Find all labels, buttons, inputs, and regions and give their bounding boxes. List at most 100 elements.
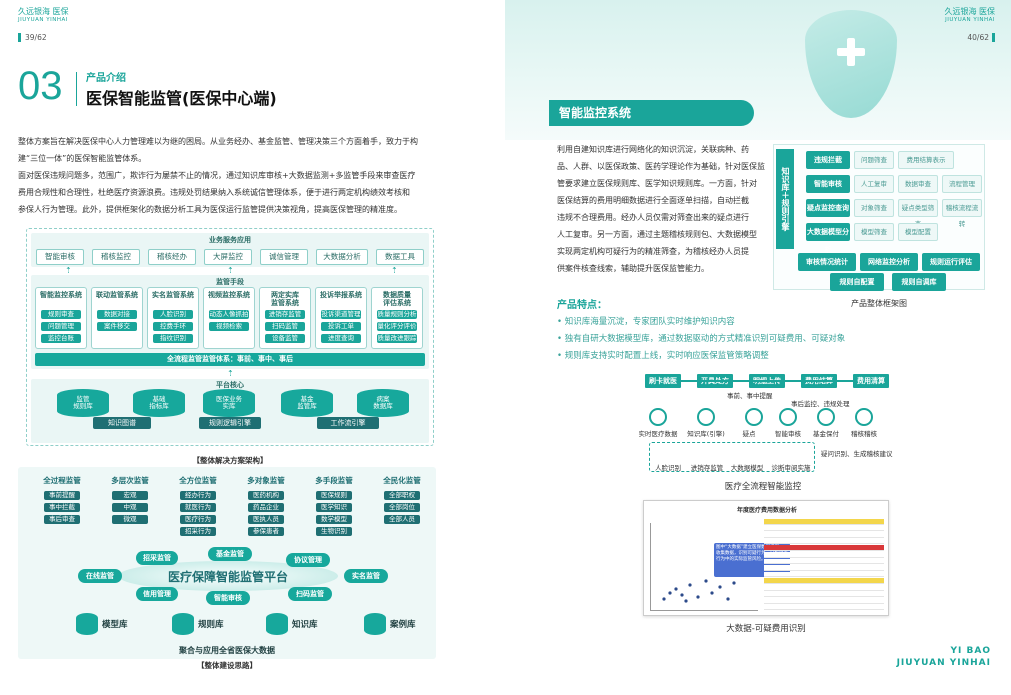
- build-column-item: 医保规则: [316, 491, 352, 501]
- sub-label: 诊断审阅实施: [771, 464, 811, 472]
- section-title: 智能监控系统: [559, 106, 632, 120]
- mgmt-card-item: 投诉工单: [321, 322, 361, 332]
- scatter-points: [662, 579, 736, 603]
- feature-item: • 规则库支持实时配置上线，实时响应医保监管策略调整: [557, 351, 769, 361]
- service-item: 稽核监控: [92, 249, 140, 265]
- intro-line: 费用合规性和合理性，杜绝医疗资源浪费。违规处罚结果纳入系统诚信管理体系，便于进行…: [18, 188, 410, 197]
- library-icon: [697, 408, 715, 426]
- intro-line: 品、人群、以医保政策、医药学理论作为基础，针对医保监: [557, 162, 765, 171]
- mgmt-card-item: 视频检索: [209, 322, 249, 332]
- mgmt-card: 两定实库 监管系统进销存监管扫码监管设备监管: [259, 287, 311, 349]
- flow-icon-label: 稽核稽核: [851, 430, 877, 438]
- framework-row: 大数据模型分析 模型筛查 模型配置: [806, 223, 938, 254]
- build-column-item: 全部人员: [384, 515, 420, 525]
- ring-node: 实名监管: [344, 569, 388, 583]
- table-row: [764, 519, 884, 525]
- table-row: [764, 525, 884, 532]
- intro-line: 违规不合理费用。经办人员仅需对筛查出来的疑点进行: [557, 213, 749, 222]
- mgmt-card-item: 动态人像抓拍: [209, 310, 249, 320]
- mgmt-card-item: 扫码监管: [265, 322, 305, 332]
- database-cylinder: 医保业务 实库: [203, 389, 255, 417]
- up-arrow-icon: ⇡: [227, 266, 234, 275]
- build-column-item: 医学知识: [316, 503, 352, 513]
- ring-node: 信用管理: [136, 587, 178, 601]
- build-column-title: 全民化监管: [383, 476, 421, 485]
- mgmt-card-title: 智能监控系统: [40, 291, 82, 299]
- sub-box: [649, 442, 815, 472]
- mgmt-card: 实名监管系统人脸识别控费手环指纹识别: [147, 287, 199, 349]
- core-layer: 平台核心 监管 规则库 基础 指标库 医保业务 实库 基金 监管库 病案 数据库…: [31, 379, 429, 443]
- ring-node: 基金监管: [208, 547, 252, 561]
- audit-icon: [779, 408, 797, 426]
- mgmt-card-item: 质量规则分析: [377, 310, 417, 320]
- mgmt-card-title: 联动监管系统: [96, 291, 138, 299]
- table-row: [764, 558, 884, 565]
- framework-row-head: 疑点监控查询: [806, 199, 850, 217]
- data-label: 聚合与应用全省医保大数据: [179, 646, 275, 655]
- caption-flow: 医疗全流程智能监控: [724, 482, 802, 492]
- framework-bottom-item: 规则自配置: [830, 273, 884, 291]
- framework-bottom-item: 规则自调库: [892, 273, 946, 291]
- build-column-item: 就医行为: [180, 503, 216, 513]
- footer-en2: JIUYUAN YINHAI: [896, 658, 991, 668]
- build-column-item: 微观: [112, 515, 148, 525]
- framework-cell: 人工复审: [854, 175, 894, 193]
- feature-item: • 独有自研大数据模型库，通过数据驱动的方式精准识别可疑费用、可疑对象: [557, 334, 846, 344]
- solution-architecture: 业务服务应用 智能审核 稽核监控 稽核经办 大屏监控 诚信管理 大数据分析 数据…: [26, 228, 434, 446]
- flow-icon-label: 基金保付: [813, 430, 839, 438]
- table-row: [764, 565, 884, 571]
- flow-icon-label: 知识库(引擎): [687, 430, 725, 438]
- mgmt-card-item: 设备监管: [265, 334, 305, 344]
- feature-text: 规则库支持实时配置上线，实时响应医保监管策略调整: [564, 351, 769, 361]
- page-number: 40/62: [967, 33, 989, 42]
- framework-row: 违规拦截 问题筛查 费用结算表示: [806, 151, 954, 171]
- platform-title: 医疗保障智能监管平台: [167, 570, 288, 584]
- intro-line: 参保人行为管理。此外，提供框架化的数据分析工具为医保运行监管提供决策视角，提高医…: [18, 205, 402, 214]
- build-column-title: 全方位监管: [179, 476, 217, 485]
- feature-item: • 知识库海量沉淀，专家团队实时维护知识内容: [557, 317, 735, 327]
- flow-note: 事后监控、违规处理: [791, 400, 850, 408]
- table-row: [764, 538, 884, 545]
- caption-screen: 大数据-可疑费用识别: [726, 624, 806, 634]
- framework-diagram: 知识库＋规则引擎 违规拦截 问题筛查 费用结算表示 智能审核 人工复审 数据审查…: [773, 144, 985, 291]
- intro-line: 医保结算的费用明细数据进行全面逐单扫描，自动拦截: [557, 196, 749, 205]
- library-label: 规则库: [198, 620, 224, 630]
- intro-line: 面对医保违规问题多，范围广，欺诈行为屡禁不止的情况，通过知识库审核+大数据监测+…: [18, 171, 416, 180]
- table-row: [764, 532, 884, 538]
- framework-bottom-item: 审核情况统计: [798, 253, 856, 271]
- ring-node: 在线监管: [78, 569, 122, 583]
- flow-note: 事前、事中提醒: [727, 392, 773, 400]
- framework-row-head: 智能审核: [806, 175, 850, 193]
- build-column-item: 生物识别: [316, 527, 352, 537]
- intro-line: 利用自建知识库进行网络化的知识沉淀，关联病种、药: [557, 145, 749, 154]
- build-column-item: 数学模型: [316, 515, 352, 525]
- build-concept: 全过程监管事前提醒事中拦截事后审查多层次监管宏观中观微观全方位监管经办行为就医行…: [18, 467, 436, 659]
- analysis-screenshot: 年度医疗费用数据分析 图中“大数据”建立医保数据模型，收集数据，识别可疑行为，分…: [643, 500, 889, 616]
- library-label: 模型库: [102, 620, 128, 630]
- service-item: 智能审核: [36, 249, 84, 265]
- service-item: 数据工具: [376, 249, 424, 265]
- framework-row-head: 违规拦截: [806, 151, 850, 169]
- mgmt-card-item: 案件移交: [97, 322, 137, 332]
- up-arrow-icon: ⇡: [391, 266, 398, 275]
- build-column-item: 医执人员: [248, 515, 284, 525]
- build-column-item: 医药机构: [248, 491, 284, 501]
- sub-label: 人脸识别: [655, 464, 681, 472]
- right-page: 久远银海 医保 JIUYUAN YINHAI 40/62 智能监控系统 利用自建…: [505, 0, 1011, 695]
- build-column-title: 全过程监管: [43, 476, 81, 485]
- framework-cell: 流程管理: [942, 175, 982, 193]
- page-marker: [18, 33, 21, 42]
- brand-cn: 久远银海 医保: [18, 7, 69, 16]
- mgmt-card-item: 质量改进跟踪: [377, 334, 417, 344]
- service-item: 诚信管理: [260, 249, 308, 265]
- scatter-area: [650, 523, 758, 611]
- feature-text: 独有自研大数据模型库，通过数据驱动的方式精准识别可疑费用、可疑对象: [564, 334, 846, 344]
- framework-cell: 对象筛查: [854, 199, 894, 217]
- build-column-title: 多对象监管: [247, 476, 285, 485]
- database-cylinder: 基金 监管库: [281, 389, 333, 417]
- mgmt-card-item: 人脸识别: [153, 310, 193, 320]
- mgmt-card-item: 进度查询: [321, 334, 361, 344]
- caption-architecture: 【整体解决方案架构】: [192, 456, 268, 465]
- page-marker: [992, 33, 995, 42]
- brand-en: JIUYUAN YINHAI: [945, 17, 995, 23]
